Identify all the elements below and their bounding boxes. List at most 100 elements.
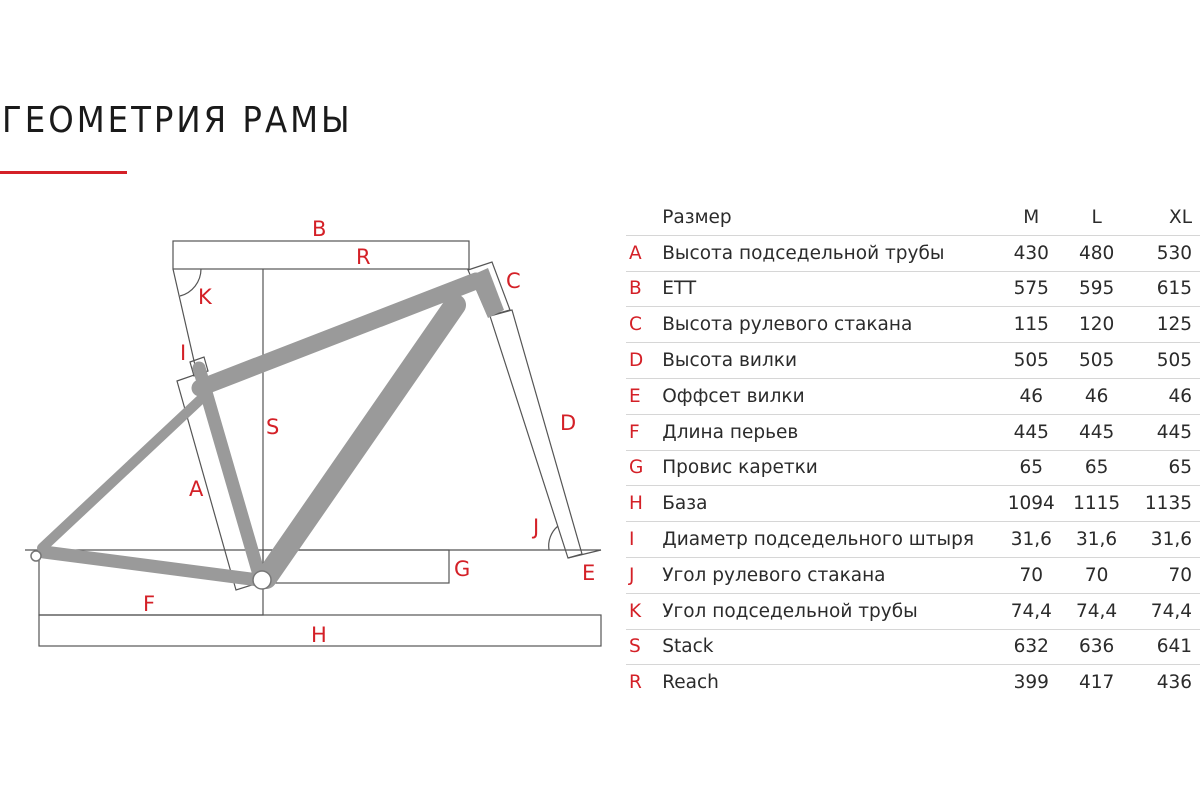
row-name: Высота подседельной трубы [662,235,999,272]
row-value-xl: 125 [1129,306,1200,344]
row-value-l: 1115 [1063,485,1130,523]
row-value-xl: 445 [1129,414,1200,451]
table-row: R Reach 399 417 436 [626,665,1200,700]
table-row: H База 1094 1115 1135 [626,485,1200,523]
table-row: G Провис каретки 65 65 65 [626,450,1200,487]
row-value-xl: 1135 [1129,485,1200,523]
row-value-l: 31,6 [1063,521,1130,558]
row-value-l: 445 [1063,414,1130,451]
row-letter: D [626,342,663,379]
bottom-bracket [252,570,272,590]
table-row: E Оффсет вилки 46 46 46 [626,378,1200,415]
row-value-l: 74,4 [1063,593,1130,630]
head-angle-line [567,549,602,559]
row-value-xl: 641 [1129,629,1200,666]
row-value-xl: 436 [1156,672,1192,694]
label-e: E [582,561,595,585]
row-value-m: 74,4 [998,593,1064,630]
top-tube [191,272,485,397]
table-row: B ETT 575 595 615 [626,271,1200,308]
label-c: C [506,269,521,293]
row-name: Длина перьев [662,414,999,451]
row-value-l: 120 [1063,306,1130,344]
row-value-m: 575 [998,271,1064,308]
row-value-m: 46 [998,378,1064,415]
chainstay-dimension-box [38,550,264,616]
row-letter: B [626,271,663,308]
header-size-m: M [998,200,1064,236]
page-title: ГЕОМЕТРИЯ РАМЫ [2,100,353,141]
table-row: F Длина перьев 445 445 445 [626,414,1200,451]
row-value-m: 399 [1013,672,1049,694]
wheelbase-dimension-box [38,614,602,647]
frame-geometry-diagram: B R C K I S D A J G E F H [25,217,602,647]
label-i: I [180,341,186,365]
row-value-l: 417 [1078,672,1115,694]
seat-tube [192,361,267,585]
row-name: Оффсет вилки [662,378,999,415]
head-tube [470,268,504,318]
row-letter: A [626,235,663,272]
label-g: G [454,557,470,581]
table-header-row: Размер M L XL [626,200,1200,236]
down-tube [255,294,466,589]
row-letter: G [626,450,663,487]
seatpost-dimension-box [189,356,209,377]
row-value-xl: 65 [1129,450,1200,487]
label-f: F [143,592,155,616]
row-value-m: 65 [998,450,1064,487]
row-value-l: 46 [1063,378,1130,415]
table-row: D Высота вилки 505 505 505 [626,342,1200,379]
row-name: База [662,485,999,523]
row-letter: R [629,672,642,694]
row-letter: S [626,629,663,666]
row-letter: I [626,521,663,558]
header-size-xl: XL [1129,200,1200,236]
label-r: R [356,245,371,269]
row-value-xl: 530 [1129,235,1200,272]
row-value-m: 632 [998,629,1064,666]
row-value-m: 445 [998,414,1064,451]
row-value-m: 115 [998,306,1064,344]
header-size-l: L [1063,200,1130,236]
label-a: A [189,477,204,501]
row-name: Высота вилки [662,342,999,379]
row-value-l: 595 [1063,271,1130,308]
table-row: A Высота подседельной трубы 430 480 530 [626,235,1200,272]
row-letter: H [626,485,663,523]
row-value-m: 430 [998,235,1064,272]
row-name: Угол рулевого стакана [662,557,999,594]
head-angle-arc [548,525,559,551]
row-value-m: 505 [998,342,1064,379]
label-d: D [560,411,576,435]
row-value-xl: 70 [1129,557,1200,594]
row-name: ETT [662,271,999,308]
rear-dropout [30,550,42,562]
table-row: S Stack 632 636 641 [626,629,1200,666]
chain-stay [37,545,265,587]
row-value-l: 70 [1063,557,1130,594]
seat-angle-arc [179,268,202,297]
seat-angle-line [172,268,198,375]
row-value-m: 70 [998,557,1064,594]
row-letter: J [626,557,663,594]
table-row: I Диаметр подседельного штыря 31,6 31,6 … [626,521,1200,558]
row-name: Провис каретки [662,450,999,487]
label-j: J [531,515,539,539]
row-value-xl: 505 [1129,342,1200,379]
row-value-l: 636 [1063,629,1130,666]
header-size-label: Размер [662,200,999,236]
row-letter: F [626,414,663,451]
label-h: H [311,623,327,647]
header-letter-cell [626,200,663,236]
row-name: Диаметр подседельного штыря [662,521,999,558]
row-value-l: 65 [1063,450,1130,487]
label-k: K [198,285,213,309]
geometry-table: Размер M L XL A Высота подседельной труб… [626,200,1200,700]
row-value-xl: 46 [1129,378,1200,415]
seat-stay [37,395,205,553]
row-value-xl: 31,6 [1129,521,1200,558]
row-name: Угол подседельной трубы [662,593,999,630]
row-value-l: 480 [1063,235,1130,272]
label-s: S [266,415,279,439]
